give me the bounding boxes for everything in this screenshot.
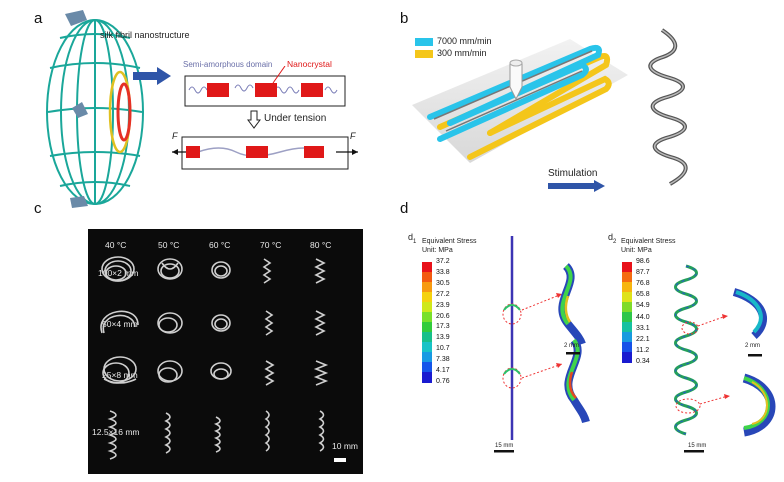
fibril-label: silk fibril nanostructure	[100, 30, 190, 40]
d1-colorbar-swatch	[422, 312, 432, 323]
d1-colorbar-tick-label: 30.5	[436, 279, 450, 287]
d2-colorbar-tick-label: 11.2	[636, 346, 650, 354]
d2-colorbar-swatch	[622, 292, 632, 303]
d2-colorbar-swatch	[622, 282, 632, 293]
d2-colorbar-swatch	[622, 262, 632, 273]
d2-colorbar-tick-label: 76.8	[636, 280, 650, 288]
d2-colorbar-swatch	[622, 342, 632, 353]
d1-colorbar-tick-label: 7.38	[436, 356, 450, 364]
d1-label: d1	[408, 232, 416, 245]
semi-amorphous-label: Semi-amorphous domain	[183, 60, 273, 69]
d1-label-sub: 1	[413, 238, 417, 245]
d1-colorbar-tick-label: 13.9	[436, 334, 450, 342]
panel-d-label: d	[400, 200, 409, 217]
d1-colorbar-swatch	[422, 262, 432, 273]
stimulation-label: Stimulation	[548, 168, 598, 179]
d1-colorbar-tick-label: 23.9	[436, 301, 450, 309]
d2-colorbar-tick-label: 65.8	[636, 291, 650, 299]
stimulation-arrow	[548, 180, 605, 192]
d2-colorbar-swatch	[622, 312, 632, 323]
down-arrow	[247, 110, 261, 129]
d2-colorbar-swatch	[622, 332, 632, 343]
d2-colorbar-tick-label: 98.6	[636, 258, 650, 265]
d2-zoom-scale-label: 2 mm	[745, 343, 760, 349]
d1-colorbar-swatch	[422, 342, 432, 353]
col-header-50: 50 °C	[158, 240, 180, 250]
d1-label-letter: d	[408, 232, 414, 242]
d2-colorbar-title: Equivalent Stress	[621, 238, 676, 245]
printing-path-illustration	[412, 39, 628, 163]
d2-colorbar-tick-label: 33.1	[636, 324, 650, 332]
col-header-60: 60 °C	[209, 240, 231, 250]
nanocrystal-label: Nanocrystal	[287, 59, 332, 69]
d1-colorbar-tick-label: 33.8	[436, 268, 450, 276]
row-label-100x2: 100×2 mm	[98, 268, 139, 278]
d1-colorbar-swatch	[422, 372, 432, 383]
d2-colorbar-unit: Unit: MPa	[621, 247, 652, 254]
tension-nanostructure-diagram	[172, 136, 358, 170]
scale-label-c: 10 mm	[332, 441, 358, 451]
coil-photo-grid: 40 °C 50 °C 60 °C 70 °C 80 °C 100×2 mm 5…	[88, 229, 363, 474]
d2-colorbar-tick-label: 0.34	[636, 358, 650, 365]
d2-label: d2	[608, 232, 616, 245]
legend-label-7000: 7000 mm/min	[437, 36, 492, 46]
d2-colorbar-swatch	[622, 322, 632, 333]
panel-a-label: a	[34, 10, 43, 27]
d2-colorbar	[622, 262, 632, 363]
d2-colorbar-swatch	[622, 302, 632, 313]
d1-colorbar-swatch	[422, 322, 432, 333]
d1-colorbar-swatch	[422, 292, 432, 303]
row-label-50x4: 50×4 mm	[102, 319, 138, 329]
col-header-80: 80 °C	[310, 240, 332, 250]
panel-c-label: c	[34, 200, 42, 217]
row-label-25x8: 25×8 mm	[102, 370, 138, 380]
d2-main-scale-label: 15 mm	[688, 443, 707, 449]
twisted-helix-fiber	[648, 28, 688, 186]
d2-colorbar-tick-label: 87.7	[636, 269, 650, 277]
d1-colorbar-ticks: 37.2 33.8 30.5 27.2 23.9 20.6 17.3 13.9 10.7 7.38…	[436, 258, 466, 385]
col-header-40: 40 °C	[105, 240, 127, 250]
d2-colorbar-tick-label: 22.1	[636, 335, 650, 343]
d2-colorbar-tick-label: 54.9	[636, 302, 650, 310]
d1-colorbar-swatch	[422, 302, 432, 313]
under-tension-label: Under tension	[264, 113, 327, 124]
d1-colorbar-tick-label: 37.2	[436, 258, 450, 265]
d1-colorbar-swatch	[422, 282, 432, 293]
d1-colorbar-swatch	[422, 332, 432, 343]
d1-zoom-scale-label: 2 mm	[564, 343, 579, 349]
d1-main-scale-label: 15 mm	[495, 443, 514, 449]
d2-colorbar-swatch	[622, 272, 632, 283]
d1-colorbar-tick-label: 27.2	[436, 290, 450, 298]
d1-colorbar-tick-label: 20.6	[436, 312, 450, 320]
col-header-70: 70 °C	[260, 240, 282, 250]
silk-fibril-globe-illustration	[46, 10, 144, 208]
legend-swatch-7000	[415, 38, 433, 46]
d1-colorbar-tick-label: 10.7	[436, 345, 450, 353]
d1-colorbar-tick-label: 0.76	[436, 378, 450, 385]
d1-straight-fiber-model	[494, 236, 590, 453]
force-right-label: F	[350, 131, 356, 141]
d1-colorbar-title: Equivalent Stress	[422, 238, 477, 245]
d1-colorbar-swatch	[422, 272, 432, 283]
legend-label-300: 300 mm/min	[437, 48, 487, 58]
relaxed-nanostructure-diagram	[184, 66, 346, 107]
process-arrow	[133, 67, 171, 85]
d2-colorbar-tick-label: 44.0	[636, 313, 650, 321]
d2-colorbar-ticks: 98.6 87.7 76.8 65.8 54.9 44.0 33.1 22.1 11.2 0.34	[636, 258, 666, 365]
d2-label-sub: 2	[613, 238, 617, 245]
legend-swatch-300	[415, 50, 433, 58]
d2-label-letter: d	[608, 232, 614, 242]
panel-b-label: b	[400, 10, 409, 27]
d2-colorbar-swatch	[622, 352, 632, 363]
d1-colorbar-swatch	[422, 352, 432, 363]
d1-colorbar-unit: Unit: MPa	[422, 247, 453, 254]
d1-colorbar	[422, 262, 432, 383]
force-left-label: F	[172, 131, 178, 141]
d1-colorbar-tick-label: 17.3	[436, 323, 450, 331]
scale-bar-c	[334, 458, 346, 462]
d1-colorbar-tick-label: 4.17	[436, 367, 450, 375]
d1-colorbar-swatch	[422, 362, 432, 373]
coil-samples	[100, 256, 346, 462]
d2-helical-fiber-model	[674, 264, 776, 453]
